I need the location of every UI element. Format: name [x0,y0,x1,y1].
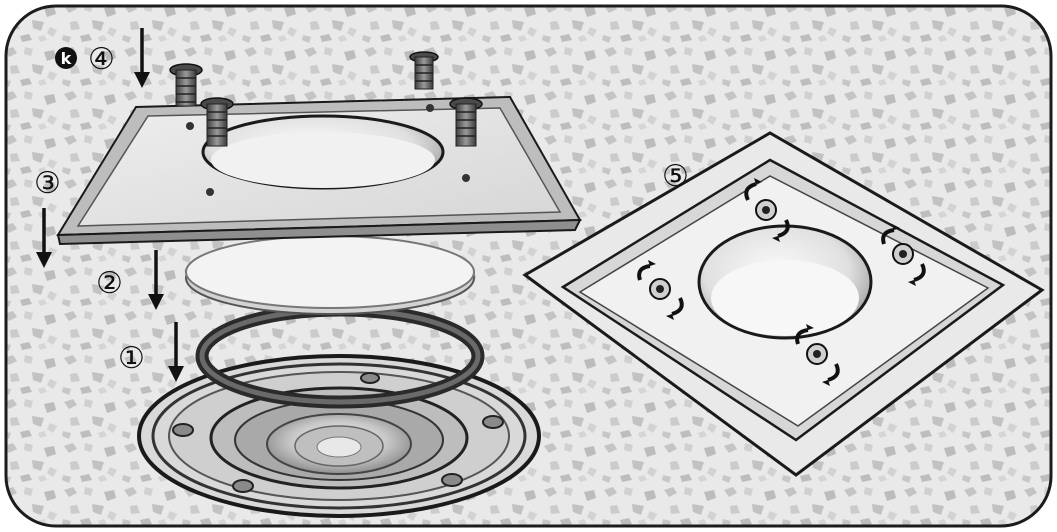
step-label-2: ② [96,266,123,301]
k-badge-letter: k [61,49,72,68]
top-plate [58,97,580,244]
base-hole-icon [233,480,253,492]
drain-body [139,356,539,516]
seal-disc [186,236,474,314]
base-hole-icon [483,416,503,428]
step-label-4: ④ [88,42,115,77]
step-label-5: ⑤ [662,159,689,194]
step-label-1: ① [118,341,145,376]
step-label-3: ③ [34,166,61,201]
base-hole-icon [361,373,379,383]
base-hole-icon [173,424,193,436]
base-hole-icon [442,474,462,486]
